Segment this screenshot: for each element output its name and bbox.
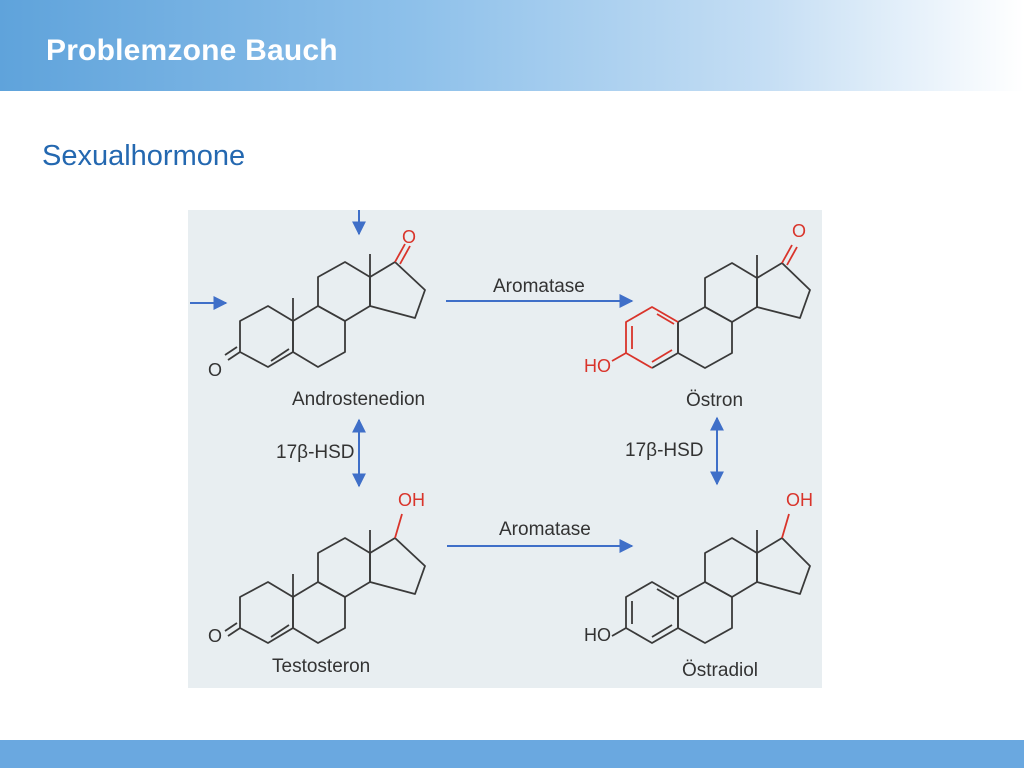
oestron-keto-17-label: O [792,221,806,241]
testosteron-17-hydroxy-bond [394,513,403,539]
hsd-left-label: 17β-HSD [276,442,355,463]
aromatase-bottom-label: Aromatase [499,519,591,540]
oestron-label: Östron [686,390,743,411]
androstenedion-label: Androstenedion [292,389,425,410]
androstenedion-structure [224,254,426,368]
androstenedion-keto-17-label: O [402,227,416,247]
header-bar [0,0,1024,91]
oestradiol-17-hydroxy-bond [781,513,790,539]
steroid-pathway-diagram: O O Androstenedion O HO Östron Aromatase… [188,210,822,688]
oestron-aromatic-ring [625,306,679,369]
androstenedion-keto-3-label: O [208,360,222,380]
testosteron-keto-3-label: O [208,626,222,646]
oestradiol-hydroxy-17-label: OH [786,490,813,510]
oestron-hydroxy-3-label: HO [584,356,611,376]
aromatase-top-label: Aromatase [493,276,585,297]
oestradiol-label: Östradiol [682,660,758,681]
oestradiol-structure [611,530,811,644]
androstenedion-17-keto [394,243,411,265]
oestradiol-hydroxy-3-label: HO [584,625,611,645]
testosteron-hydroxy-17-label: OH [398,490,425,510]
slide-subtitle: Sexualhormone [42,140,246,172]
testosteron-label: Testosteron [272,656,370,677]
slide-title: Problemzone Bauch [46,34,338,67]
oestron-3-hydroxy-bond [611,352,627,362]
footer-bar [0,740,1024,768]
testosteron-structure [224,530,426,644]
oestron-17-keto [781,244,798,266]
oestron-structure [651,255,811,369]
hsd-right-label: 17β-HSD [625,440,704,461]
